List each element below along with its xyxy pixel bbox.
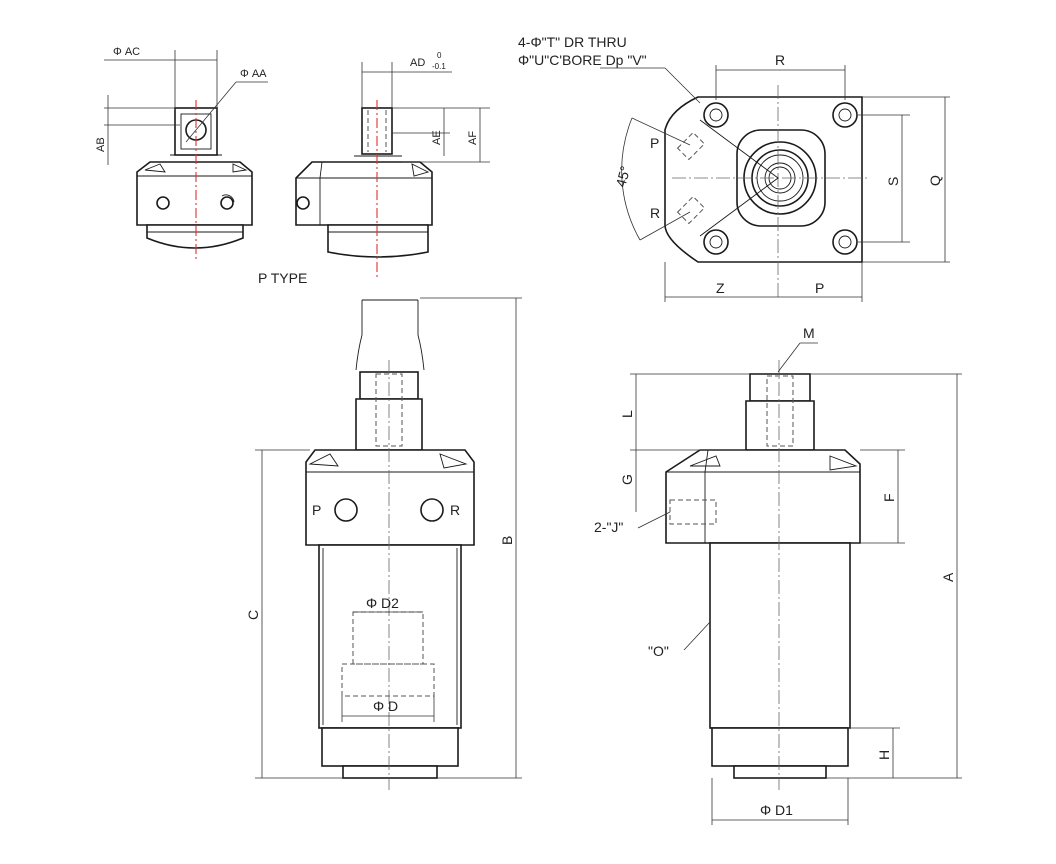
top-view [600, 65, 950, 302]
dim-ad-tol-lower: -0.1 [432, 62, 446, 71]
dim-s: S [885, 177, 901, 186]
dim-ae: AE [431, 130, 443, 145]
dim-ab: AB [95, 137, 107, 152]
dim-z: Z [716, 280, 725, 296]
dim-ad: AD [410, 57, 425, 69]
dim-af: AF [467, 131, 479, 145]
port-r-label-top: R [650, 205, 660, 221]
port-p-label-top: P [650, 135, 659, 151]
dim-c: C [245, 610, 261, 620]
dim-q: Q [927, 175, 943, 186]
note-counterbore: Φ"U"C'BORE Dp "V" [518, 52, 647, 68]
dim-f: F [881, 493, 897, 502]
note-thru-hole: 4-Φ"T" DR THRU [518, 34, 627, 50]
side-view [630, 342, 962, 825]
dim-d2: Φ D2 [366, 595, 399, 611]
dim-b: B [499, 536, 515, 545]
dim-j: 2-"J" [594, 519, 623, 535]
dim-o: "O" [648, 643, 669, 659]
dim-m: M [803, 325, 815, 341]
port-r-label-front: R [450, 502, 460, 518]
p-type-front-view [104, 50, 268, 262]
dim-p: P [815, 280, 824, 296]
port-p-label-front: P [312, 502, 321, 518]
dim-g: G [619, 474, 635, 485]
p-type-caption: P TYPE [258, 270, 307, 286]
front-view [255, 297, 522, 790]
dim-angle: 45° [612, 164, 633, 189]
dim-l: L [619, 410, 635, 418]
dim-d: Φ D [373, 698, 398, 714]
dim-r: R [775, 52, 785, 68]
dim-aa: Φ AA [240, 68, 267, 80]
p-type-side-view [295, 62, 490, 278]
dim-ac: Φ AC [113, 46, 140, 58]
dim-d1: Φ D1 [760, 802, 793, 818]
dim-ad-tol-upper: 0 [437, 51, 442, 60]
dim-h: H [876, 750, 892, 760]
dim-a: A [940, 572, 956, 582]
